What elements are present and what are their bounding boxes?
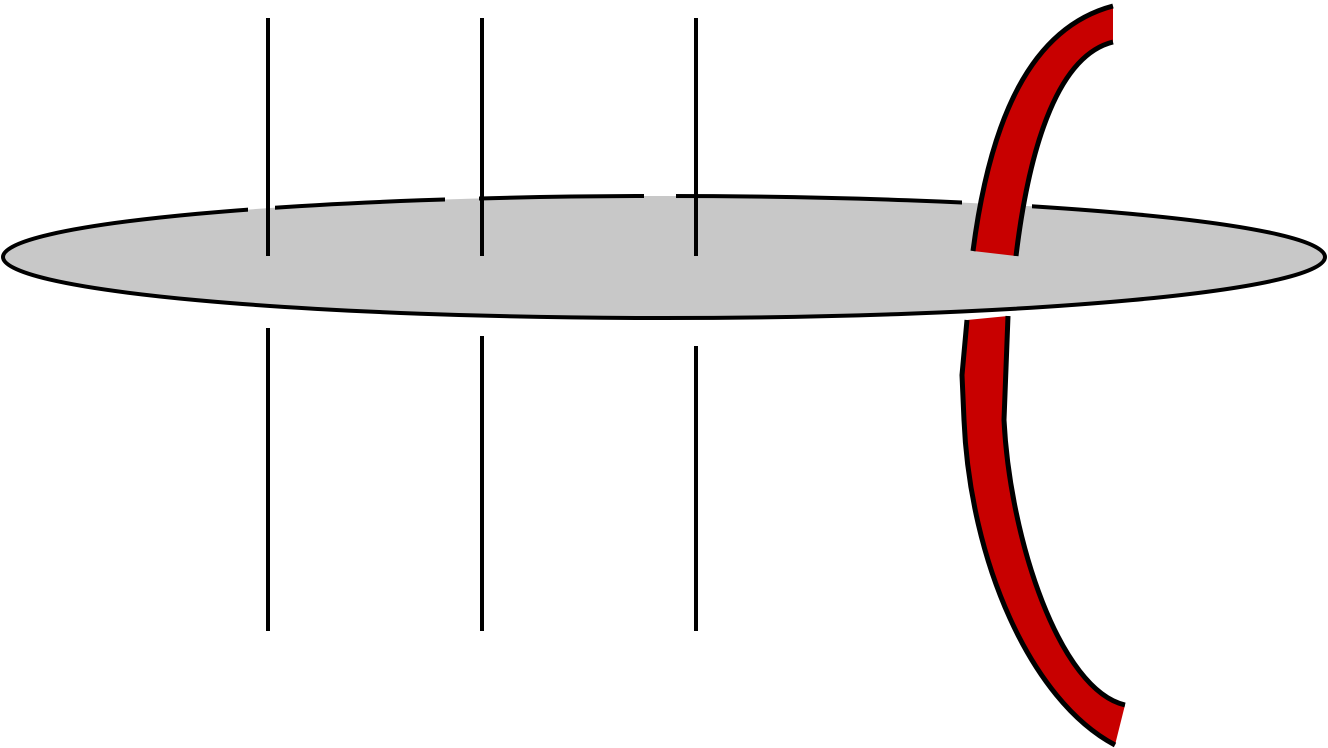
red-band-upper: [970, 3, 1114, 257]
disc-top-outline: [1, 194, 1327, 258]
disc-bottom-outline: [1, 256, 1327, 320]
red-band-lower: [959, 315, 1126, 748]
